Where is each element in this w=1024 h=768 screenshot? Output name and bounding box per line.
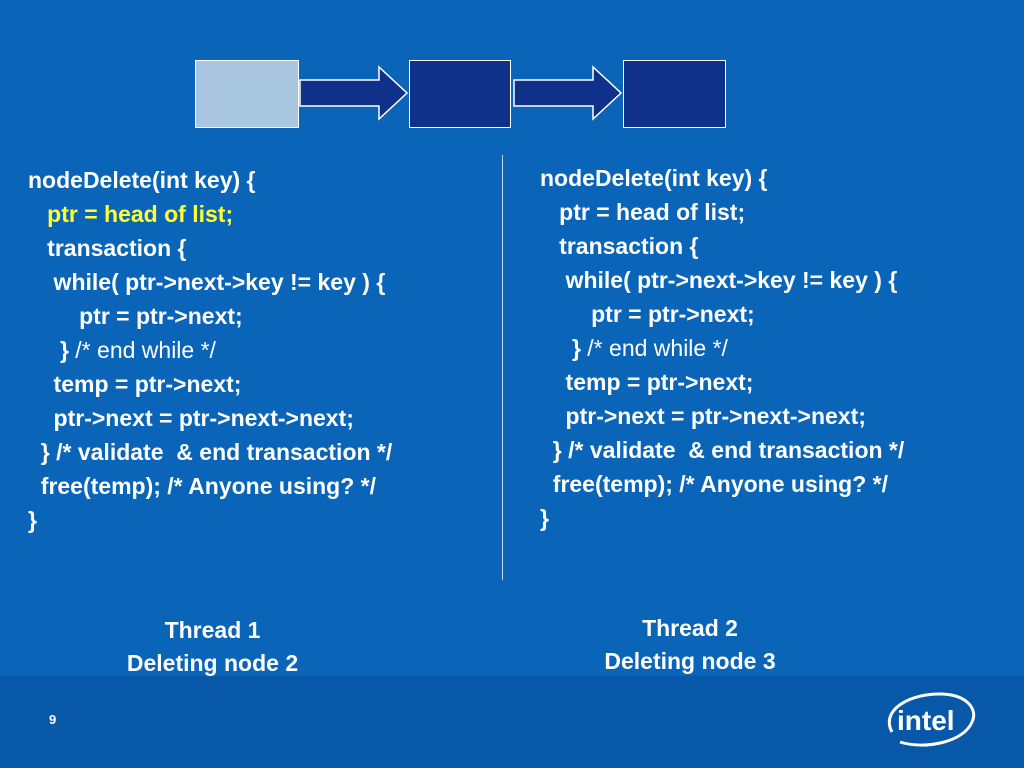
code-line: free(temp); /* Anyone using? */ [28, 473, 377, 499]
code-line: ptr->next = ptr->next->next; [540, 403, 866, 429]
code-line: transaction { [540, 233, 699, 259]
code-line: } /* end while */ [28, 333, 392, 367]
list-node-1 [195, 60, 299, 128]
column-divider [502, 155, 503, 580]
closing-brace: } [540, 335, 581, 361]
page-number: 9 [49, 712, 57, 727]
code-line: } /* validate & end transaction */ [28, 439, 393, 465]
footer-band [0, 676, 1024, 768]
end-while-comment: /* end while */ [580, 335, 728, 361]
caption-title: Thread 2 [642, 615, 738, 641]
caption-subtitle: Deleting node 3 [604, 648, 776, 674]
end-while-comment: /* end while */ [68, 337, 216, 363]
code-line: free(temp); /* Anyone using? */ [540, 471, 889, 497]
code-line: ptr = head of list; [540, 199, 746, 225]
caption-subtitle: Deleting node 2 [126, 650, 299, 676]
arrow-icon [299, 65, 409, 121]
code-line: nodeDelete(int key) { [540, 165, 768, 191]
closing-brace: } [28, 337, 69, 363]
thread1-code-block: nodeDelete(int key) { ptr = head of list… [28, 163, 392, 537]
code-line: ptr->next = ptr->next->next; [28, 405, 354, 431]
code-line: while( ptr->next->key != key ) { [540, 267, 898, 293]
code-line: while( ptr->next->key != key ) { [28, 269, 386, 295]
code-line: } [28, 507, 37, 533]
code-line: temp = ptr->next; [28, 371, 242, 397]
code-line: } /* end while */ [540, 331, 904, 365]
thread2-caption: Thread 2 Deleting node 3 [555, 612, 825, 678]
thread2-code-block: nodeDelete(int key) { ptr = head of list… [540, 161, 904, 535]
caption-title: Thread 1 [164, 617, 261, 643]
code-line: } [540, 505, 549, 531]
list-node-3 [623, 60, 726, 128]
code-line: nodeDelete(int key) { [28, 167, 256, 193]
code-line: ptr = head of list; [28, 201, 234, 227]
arrow-icon [513, 65, 623, 121]
code-line: ptr = ptr->next; [540, 301, 755, 327]
logo-text: intel [897, 705, 955, 736]
code-line: } /* validate & end transaction */ [540, 437, 905, 463]
code-line: ptr = ptr->next; [28, 303, 243, 329]
code-line: transaction { [28, 235, 187, 261]
intel-logo-icon: intel [888, 692, 975, 747]
list-node-2 [409, 60, 511, 128]
code-line: temp = ptr->next; [540, 369, 754, 395]
thread1-caption: Thread 1 Deleting node 2 [80, 614, 345, 680]
